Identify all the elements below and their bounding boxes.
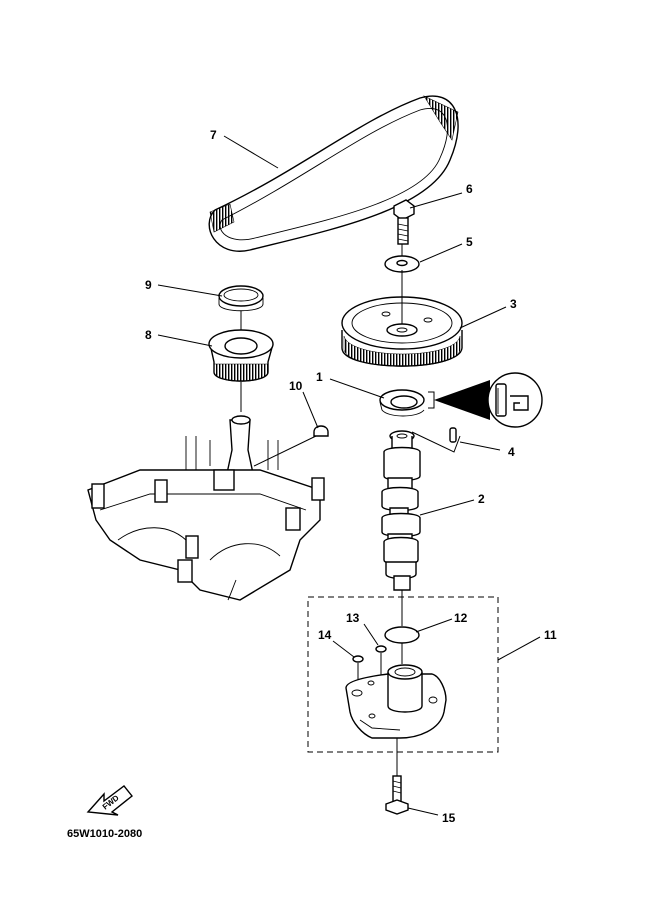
callout-12: 12: [454, 611, 468, 625]
pulley-bolt: [393, 199, 415, 245]
cylinder-block: [87, 415, 325, 601]
timing-belt: [208, 95, 459, 252]
pump-bolt: [385, 775, 409, 815]
oil-seal: [218, 285, 264, 312]
oil-pump-body: [345, 664, 447, 739]
dowel-pin: [449, 427, 457, 443]
o-ring-small-13: [375, 645, 387, 653]
callout-8: 8: [145, 328, 152, 342]
callout-9: 9: [145, 278, 152, 292]
callout-15: 15: [442, 811, 456, 825]
leader-lines: [157, 135, 541, 816]
callout-2: 2: [478, 492, 485, 506]
washer: [384, 255, 420, 273]
callout-5: 5: [466, 235, 473, 249]
callout-10: 10: [289, 379, 303, 393]
oil-pump-assembly-box: [307, 596, 499, 753]
callout-4: 4: [508, 445, 515, 459]
callout-7: 7: [210, 128, 217, 142]
callout-1: 1: [316, 370, 323, 384]
callout-14: 14: [318, 628, 332, 642]
o-ring-large: [384, 626, 420, 644]
seal-detail-inset: [487, 372, 543, 428]
woodruff-key: [313, 425, 329, 437]
forward-arrow-icon: FWD: [86, 785, 133, 816]
camshaft: [381, 430, 421, 591]
camshaft-oil-seal: [379, 389, 425, 417]
callout-13: 13: [346, 611, 360, 625]
callout-11: 11: [544, 628, 557, 642]
o-ring-small-14: [352, 655, 364, 663]
callout-3: 3: [510, 297, 517, 311]
callout-6: 6: [466, 182, 473, 196]
part-code: 65W1010-2080: [67, 828, 142, 840]
bearing-housing: [208, 329, 274, 382]
